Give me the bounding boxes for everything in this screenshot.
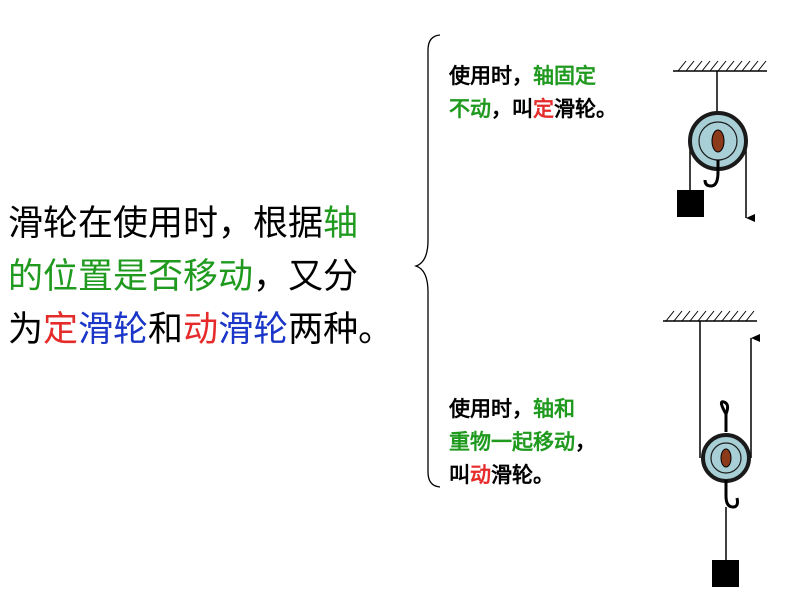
intro-text-3d: 和 [148,310,184,350]
fixed-text-2c: 定 [533,97,554,121]
intro-line-1: 滑轮在使用时，根据轴 [8,198,393,251]
movable-text-2b: ， [575,430,596,454]
movable-pulley-line-2: 重物一起移动， [449,426,596,459]
movable-text-1b: 轴和 [533,397,575,421]
movable-text-3b: 动 [470,463,491,487]
fixed-pulley-icon [673,60,767,222]
intro-text-1a: 滑轮在使用时，根据 [8,204,324,244]
intro-text-3e: 动 [183,310,219,350]
intro-line-2: 的位置是否移动，又分 [8,251,393,304]
fixed-pulley-text: 使用时，轴固定 不动，叫定滑轮。 [449,60,617,126]
intro-text-1b: 轴 [323,204,359,244]
fixed-text-2d: 滑轮。 [554,97,617,121]
intro-text-2a: 的位置是否移动 [8,257,254,297]
movable-pulley-line-3: 叫动滑轮。 [449,459,596,492]
curly-brace-icon [413,34,441,488]
movable-text-3c: 滑轮。 [491,463,554,487]
intro-text-3f: 滑轮 [218,310,289,350]
fixed-text-1a: 使用时， [449,64,533,88]
fixed-pulley-line-1: 使用时，轴固定 [449,60,617,93]
fixed-text-2b: ，叫 [491,97,533,121]
intro-text-3a: 为 [8,310,44,350]
intro-text-3g: 两种。 [288,310,394,350]
movable-pulley-text: 使用时，轴和 重物一起移动， 叫动滑轮。 [449,393,596,492]
intro-text: 滑轮在使用时，根据轴 的位置是否移动，又分 为定滑轮和动滑轮两种。 [8,198,393,357]
fixed-text-2a: 不动 [449,97,491,121]
movable-text-2a: 重物一起移动 [449,430,575,454]
movable-text-3a: 叫 [449,463,470,487]
intro-text-3c: 滑轮 [78,310,149,350]
movable-pulley-line-1: 使用时，轴和 [449,393,596,426]
intro-text-3b: 定 [43,310,79,350]
intro-line-3: 为定滑轮和动滑轮两种。 [8,304,393,357]
fixed-text-1b: 轴固定 [533,64,596,88]
movable-pulley-icon [663,310,760,587]
movable-text-1a: 使用时， [449,397,533,421]
intro-text-2b: ，又分 [253,257,359,297]
fixed-pulley-line-2: 不动，叫定滑轮。 [449,93,617,126]
